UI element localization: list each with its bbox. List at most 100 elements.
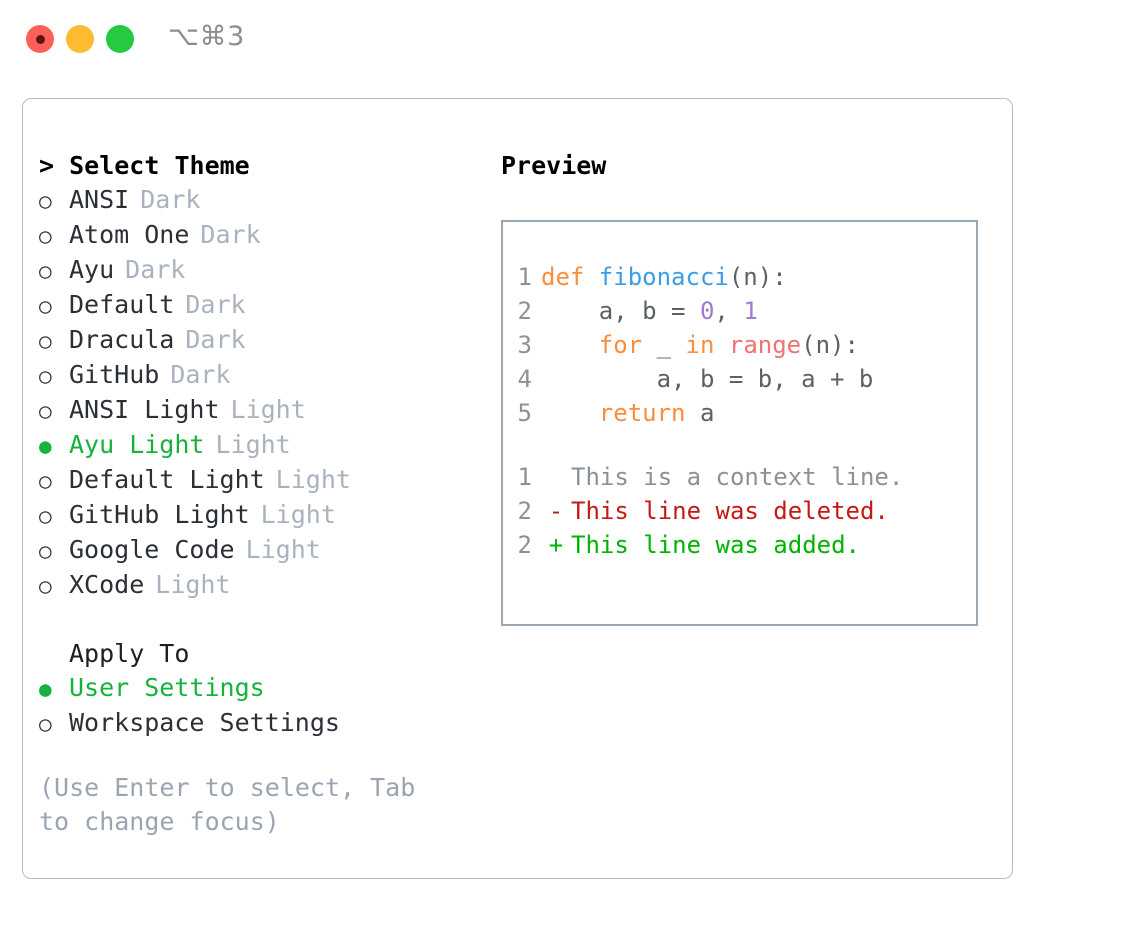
token-keyword: for — [598, 331, 643, 359]
theme-option-github[interactable]: ○ GitHub Dark — [39, 358, 499, 393]
theme-label: GitHub — [69, 360, 160, 389]
preview-heading: Preview — [501, 151, 607, 180]
radio-icon: ○ — [39, 574, 52, 598]
radio-icon-selected: ● — [39, 677, 52, 701]
theme-option-ansi[interactable]: ○ ANSI Dark — [39, 183, 499, 218]
radio-icon: ○ — [39, 712, 52, 736]
token-plain — [541, 399, 599, 427]
minimize-button[interactable] — [66, 25, 94, 53]
line-number: 2 — [517, 297, 532, 325]
theme-option-dracula[interactable]: ○ Dracula Dark — [39, 323, 499, 358]
token-plain: (n): — [801, 331, 859, 359]
select-theme-heading: > Select Theme — [39, 151, 250, 180]
theme-label: Ayu — [69, 255, 115, 284]
theme-label: Google Code — [69, 535, 235, 564]
keyboard-hint-text: (Use Enter to select, Tab to change focu… — [39, 773, 416, 836]
apply-to-heading: Apply To — [69, 639, 190, 668]
radio-icon: ○ — [39, 469, 52, 493]
diff-marker: + — [548, 531, 564, 559]
token-function: fibonacci — [598, 263, 729, 291]
token-plain: a, b = b, a + b — [541, 365, 874, 393]
theme-option-xcode[interactable]: ○ XCode Light — [39, 568, 499, 603]
diff-line-context: 1 This is a context line. — [503, 460, 976, 494]
diff-spacer — [503, 430, 976, 460]
code-content: a, b = b, a + b — [541, 362, 874, 396]
maximize-button[interactable] — [106, 25, 134, 53]
line-number: 3 — [517, 331, 532, 359]
theme-option-default[interactable]: ○ Default Dark — [39, 288, 499, 323]
diff-text: This line was added. — [571, 531, 860, 559]
radio-icon: ○ — [39, 294, 52, 318]
token-keyword: in — [685, 331, 715, 359]
theme-option-google-code[interactable]: ○ Google Code Light — [39, 533, 499, 568]
code-content: def fibonacci(n): — [541, 260, 787, 294]
line-number: 2 — [517, 531, 532, 559]
theme-label: GitHub Light — [69, 500, 250, 529]
preview-box: 1 def fibonacci(n): 2 a, b = 0, 1 3 for … — [501, 220, 978, 626]
theme-variant: Dark — [140, 185, 201, 214]
theme-variant: Light — [275, 465, 351, 494]
radio-icon: ○ — [39, 504, 52, 528]
diff-text: This line was deleted. — [571, 497, 889, 525]
code-line: 1 def fibonacci(n): — [503, 260, 976, 294]
code-line: 2 a, b = 0, 1 — [503, 294, 976, 328]
token-plain: , — [714, 297, 744, 325]
theme-variant: Light — [155, 570, 231, 599]
theme-option-default-light[interactable]: ○ Default Light Light — [39, 463, 499, 498]
theme-label: Default Light — [69, 465, 265, 494]
code-content: for _ in range(n): — [541, 328, 859, 362]
apply-to-label: Workspace Settings — [69, 708, 340, 737]
radio-icon: ○ — [39, 189, 52, 213]
diff-line-deleted: 2 - This line was deleted. — [503, 494, 976, 528]
window-controls — [26, 25, 134, 53]
theme-variant: Light — [230, 395, 306, 424]
line-number: 4 — [517, 365, 532, 393]
list-spacer — [39, 603, 499, 637]
code-line: 3 for _ in range(n): — [503, 328, 976, 362]
token-plain — [541, 331, 599, 359]
token-keyword: def — [541, 263, 599, 291]
theme-option-github-light[interactable]: ○ GitHub Light Light — [39, 498, 499, 533]
code-line: 5 return a — [503, 396, 976, 430]
token-plain: _ — [642, 331, 686, 359]
theme-variant: Dark — [125, 255, 186, 284]
theme-option-atom-one[interactable]: ○ Atom One Dark — [39, 218, 499, 253]
radio-icon: ○ — [39, 329, 52, 353]
theme-variant: Light — [245, 535, 321, 564]
radio-icon: ○ — [39, 539, 52, 563]
theme-label: Default — [69, 290, 175, 319]
code-content: a, b = 0, 1 — [541, 294, 758, 328]
line-number: 1 — [517, 263, 532, 291]
radio-icon: ○ — [39, 224, 52, 248]
theme-variant: Dark — [185, 325, 246, 354]
theme-option-ansi-light[interactable]: ○ ANSI Light Light — [39, 393, 499, 428]
line-number: 2 — [517, 497, 532, 525]
theme-option-ayu-light[interactable]: ● Ayu Light Light — [39, 428, 499, 463]
line-number: 1 — [517, 463, 532, 491]
token-plain: (n): — [728, 263, 787, 291]
token-number: 1 — [743, 297, 758, 325]
token-plain: a — [685, 399, 715, 427]
theme-option-ayu[interactable]: ○ Ayu Dark — [39, 253, 499, 288]
diff-text: This is a context line. — [571, 463, 904, 491]
theme-label: Atom One — [69, 220, 190, 249]
theme-variant: Light — [260, 500, 336, 529]
apply-to-option-user-settings[interactable]: ● User Settings — [39, 671, 499, 706]
radio-icon: ○ — [39, 364, 52, 388]
apply-to-option-workspace-settings[interactable]: ○ Workspace Settings — [39, 706, 499, 741]
token-builtin: range — [728, 331, 802, 359]
theme-label: ANSI — [69, 185, 130, 214]
token-keyword: return — [598, 399, 686, 427]
diff-line-added: 2 + This line was added. — [503, 528, 976, 562]
theme-label: ANSI Light — [69, 395, 220, 424]
token-number: 0 — [699, 297, 715, 325]
close-button[interactable] — [26, 25, 54, 53]
token-plain — [714, 331, 728, 359]
apply-to-label: User Settings — [69, 673, 265, 702]
diff-marker: - — [548, 497, 564, 525]
diff-marker — [541, 460, 571, 494]
line-number: 5 — [517, 399, 532, 427]
theme-label: XCode — [69, 570, 145, 599]
theme-variant: Dark — [170, 360, 231, 389]
